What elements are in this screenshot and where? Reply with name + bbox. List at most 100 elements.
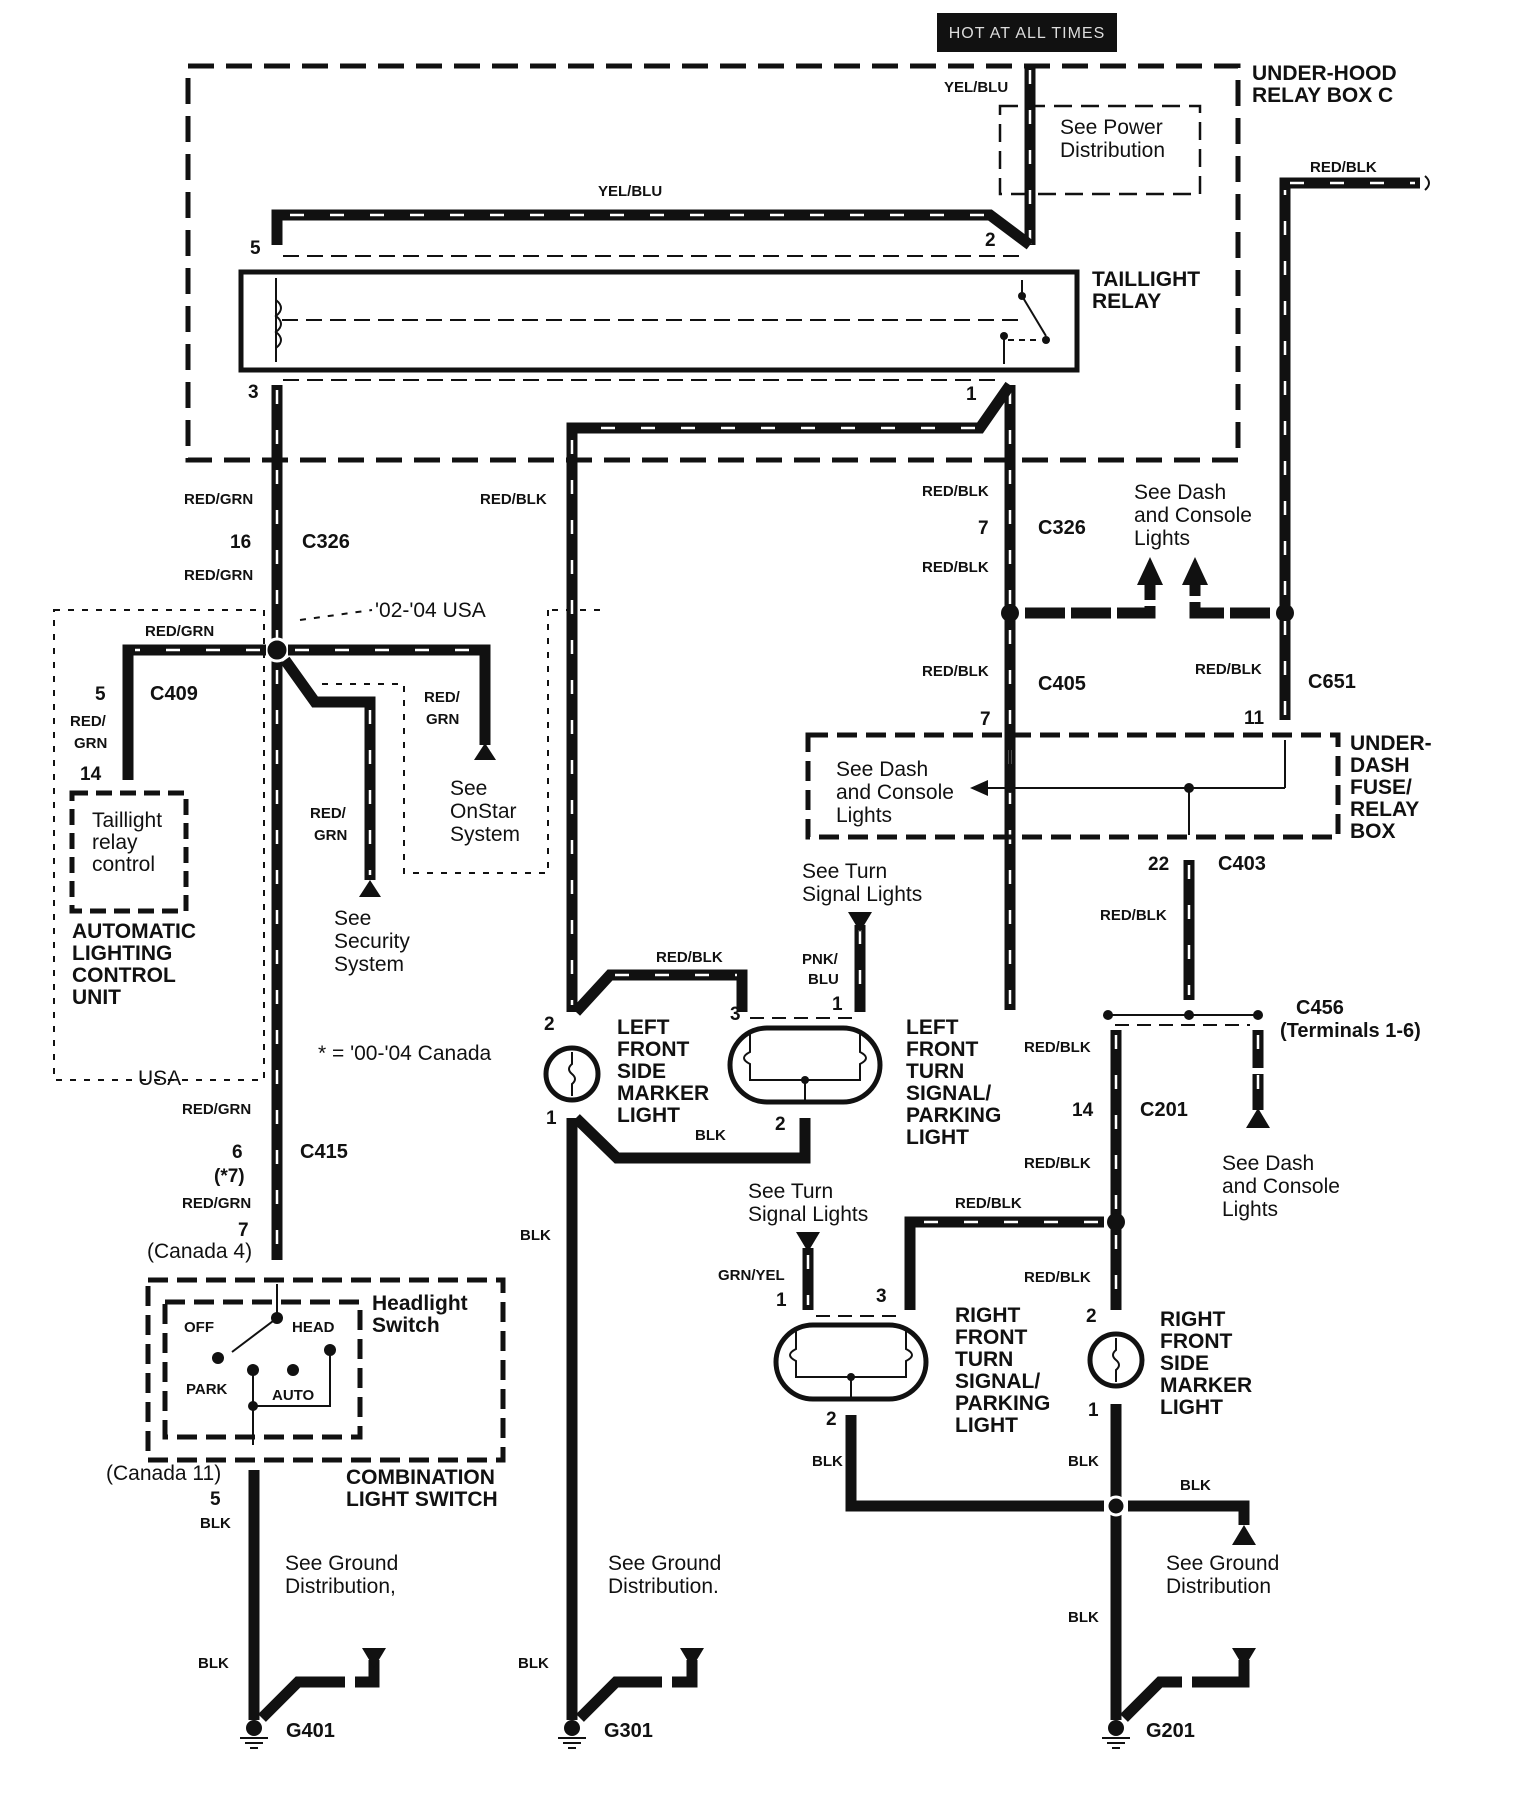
headlight-switch-outline (162, 1299, 363, 1440)
headlight-switch-title: Headlight (372, 1292, 468, 1315)
power-distribution-box (998, 104, 1202, 196)
wire-red-grn-to-onstar (288, 644, 491, 745)
wire-label: RED/BLK (1100, 907, 1167, 924)
taillight-relay-title: TAILLIGHT (1092, 268, 1200, 291)
wire-label: RED/BLK (922, 663, 989, 680)
connector-c201: C201 (1140, 1099, 1188, 1121)
usa-region-outline (53, 609, 265, 1081)
underhood-title-2: RELAY BOX C (1252, 84, 1393, 107)
rf-turn-title-5: PARKING (955, 1392, 1050, 1415)
wire-red-blk-rf-turn (904, 1216, 1104, 1310)
wire-label: GRN (74, 735, 107, 752)
wire-label: RED/BLK (955, 1195, 1022, 1212)
dash-console-note-2: and Console (1134, 504, 1252, 527)
onstar-note-2: OnStar (450, 800, 517, 823)
lf-turn-title-3: TURN (906, 1060, 964, 1083)
wire-label: RED/BLK (922, 559, 989, 576)
wire-label: RED/GRN (182, 1101, 251, 1118)
lf-side-marker-title-5: LIGHT (617, 1104, 680, 1127)
pin-label: 1 (832, 994, 843, 1015)
headlight-switch-title-2: Switch (372, 1314, 440, 1337)
security-note: See (334, 907, 371, 930)
wire-label: GRN (426, 711, 459, 728)
onstar-arrow-icon (474, 743, 496, 760)
connector-c456-terminals: (Terminals 1-6) (1280, 1020, 1421, 1042)
ground-note-2: Distribution, (285, 1575, 396, 1598)
wire-label: YEL/BLU (598, 183, 662, 200)
wire-label: RED/GRN (145, 623, 214, 640)
pin-label: 5 (250, 238, 261, 259)
ground-g301: G301 (604, 1720, 653, 1742)
pin-label: 2 (775, 1114, 786, 1135)
ground-g401: G401 (286, 1720, 335, 1742)
connector-c403: C403 (1218, 853, 1266, 875)
wire-label: RED/ (310, 805, 347, 822)
splice-c405 (1001, 604, 1019, 622)
wire-label: RED/GRN (182, 1195, 251, 1212)
rf-side-marker-title-3: SIDE (1160, 1352, 1209, 1375)
usa-0204-region-outline (299, 609, 600, 874)
wire-label: RED/BLK (656, 949, 723, 966)
connector-c415: C415 (300, 1141, 348, 1163)
splice-right-front (1107, 1213, 1125, 1231)
lf-side-marker-title-4: MARKER (617, 1082, 709, 1105)
canada-footnote: * = '00-'04 Canada (318, 1042, 492, 1065)
underdash-fuse-relay-box (805, 732, 1341, 840)
pin-label: 2 (1086, 1306, 1097, 1327)
alcu-title-2: LIGHTING (72, 942, 172, 965)
pin-label: 5 (95, 684, 106, 705)
wire-label: BLU (808, 971, 839, 988)
wire-break-icon (1424, 175, 1430, 191)
ground-symbol-g301 (558, 1720, 586, 1749)
turn-signal-note: See Turn (748, 1180, 833, 1203)
pin-label: 16 (230, 532, 251, 553)
power-distribution-note-2: Distribution (1060, 139, 1165, 162)
turn-signal-arrow-icon (848, 912, 872, 932)
wire-label: BLK (695, 1127, 726, 1144)
lf-turn-title: LEFT (906, 1016, 959, 1039)
underdash-title-2: DASH (1350, 754, 1410, 777)
pin-label: 6 (232, 1142, 243, 1163)
pin-label: (Canada 11) (106, 1462, 221, 1485)
turn-signal-note: See Turn (802, 860, 887, 883)
ground-symbol-g201 (1102, 1720, 1130, 1749)
pin-label: 3 (876, 1286, 887, 1307)
dash-console-note: See Dash (1134, 481, 1226, 504)
usa-0204-label: '02-'04 USA (375, 599, 486, 622)
switch-position-park: PARK (186, 1381, 228, 1398)
rf-turn-title: RIGHT (955, 1304, 1021, 1327)
onstar-note-3: System (450, 823, 520, 846)
ground-arrow-icon (680, 1648, 704, 1668)
wire-label: RED/BLK (1195, 661, 1262, 678)
connector-c405: C405 (1038, 673, 1086, 695)
turn-signal-note-2: Signal Lights (802, 883, 922, 906)
security-note-2: Security (334, 930, 410, 953)
wire-red-grn-to-security (280, 656, 376, 880)
pin-label: 2 (826, 1409, 837, 1430)
pin-label: 11 (1244, 708, 1265, 729)
dash-console-note-3: Lights (1134, 527, 1190, 550)
connector-c326-right: C326 (1038, 517, 1086, 539)
wire-label: BLK (1180, 1477, 1211, 1494)
dash-console-note-3: Lights (1222, 1198, 1278, 1221)
wire-label: RED/ (70, 713, 107, 730)
pin-label: 1 (966, 384, 977, 405)
wire-red-blk-c651 (1279, 177, 1420, 720)
connector-c456: C456 (1296, 997, 1344, 1019)
dash-arrow-icon (1246, 1108, 1270, 1128)
pin-label: (*7) (214, 1166, 245, 1187)
wire-label: GRN/YEL (718, 1267, 785, 1284)
splice-red-grn (264, 637, 290, 663)
wire-label: BLK (812, 1453, 843, 1470)
wire-label: BLK (518, 1655, 549, 1672)
pin-label: 1 (776, 1290, 787, 1311)
ground-note: See Ground (285, 1552, 398, 1575)
wire-label: RED/BLK (1024, 1155, 1091, 1172)
onstar-note: See (450, 777, 487, 800)
ground-note-2: Distribution. (608, 1575, 719, 1598)
lf-turn-title-6: LIGHT (906, 1126, 969, 1149)
rf-side-marker-title-5: LIGHT (1160, 1396, 1223, 1419)
rf-turn-title-3: TURN (955, 1348, 1013, 1371)
wire-label: RED/ (424, 689, 461, 706)
